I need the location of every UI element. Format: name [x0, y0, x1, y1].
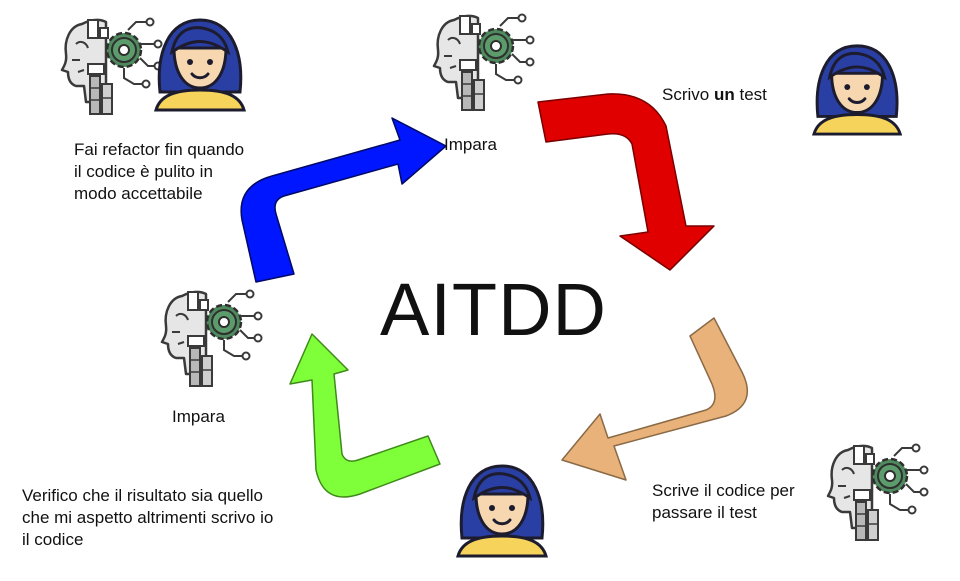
human-verifies-line-2: che mi aspetto altrimenti scrivo io: [22, 508, 274, 527]
ai-top-label: Impara: [444, 135, 497, 154]
ai-robot-head-icon: [160, 289, 263, 388]
blue-arrow: [240, 117, 447, 283]
write-test-bold: un: [713, 85, 735, 104]
human-verifies-line-3: il codice: [22, 530, 84, 549]
refactor-line-2: il codice è pulito in: [74, 162, 213, 181]
red-arrow: [537, 93, 715, 271]
write-test-before: Scrivo: [662, 85, 714, 104]
refactor-text: Fai refactor fin quando il codice è puli…: [74, 139, 244, 205]
ai-left-label: Impara: [172, 407, 225, 426]
ai-writes-code-line-2: passare il test: [652, 503, 757, 522]
green-arrow: [289, 333, 441, 498]
human-verifies-line-1: Verifico che il risultato sia quello: [22, 486, 263, 505]
human-verifies-text: Verifico che il risultato sia quello che…: [22, 485, 273, 551]
ai-robot-head-icon: [432, 13, 535, 112]
person-avatar-icon: [812, 44, 902, 136]
ai-writes-code-text: Scrive il codice per passare il test: [652, 480, 795, 524]
ai-robot-head-icon: [60, 17, 163, 116]
refactor-line-3: modo accettabile: [74, 184, 203, 203]
refactor-line-1: Fai refactor fin quando: [74, 140, 245, 159]
person-avatar-icon: [154, 18, 246, 112]
diagram-title: AITDD: [380, 268, 607, 351]
person-avatar-icon: [456, 464, 548, 558]
write-test-text: Scrivo un test: [662, 84, 767, 106]
ai-robot-head-icon: [826, 443, 929, 542]
tan-arrow: [561, 317, 748, 481]
write-test-after: test: [734, 85, 767, 104]
ai-writes-code-line-1: Scrive il codice per: [652, 481, 795, 500]
